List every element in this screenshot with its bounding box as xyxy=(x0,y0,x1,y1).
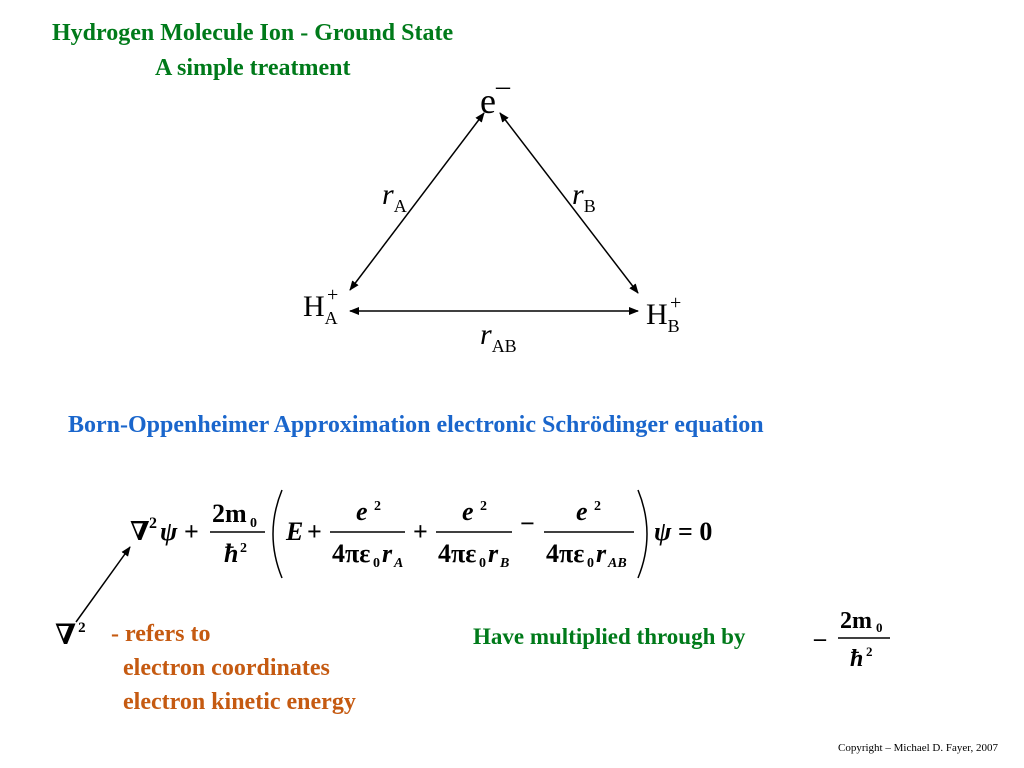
eq-den2-sub0: 0 xyxy=(479,556,486,571)
HA-label: HA+ xyxy=(303,284,339,328)
eq-E: E xyxy=(285,517,303,546)
rA-label: rA xyxy=(382,178,407,216)
arrow-rA xyxy=(349,112,485,291)
multiplied-text: Have multiplied through by xyxy=(473,624,746,649)
eq-den2-B: B xyxy=(499,556,509,571)
eq-rparen xyxy=(637,489,648,579)
schrodinger-equation: ∇ 2 ψ + 2m 0 ħ 2 E + e 2 4πε 0 r A + e 2… xyxy=(130,489,712,579)
eq-plus1: + xyxy=(184,517,199,546)
note-line2: electron coordinates xyxy=(123,655,330,681)
note-line1: - refers to xyxy=(111,621,211,647)
eq-den3-AB: AB xyxy=(607,556,627,571)
eq-hbar-sup: 2 xyxy=(240,541,247,556)
eq-nabla-sup: 2 xyxy=(149,515,157,532)
eq-den2-r: r xyxy=(488,539,499,568)
mult-minus: – xyxy=(813,626,827,652)
eq-den3-r: r xyxy=(596,539,607,568)
eq-lparen xyxy=(272,489,283,579)
title-line1: Hydrogen Molecule Ion - Ground State xyxy=(52,20,454,46)
title-line2: A simple treatment xyxy=(155,55,351,81)
eq-psi1: ψ xyxy=(160,517,178,546)
arrow-rB xyxy=(499,112,639,294)
electron-label: e– xyxy=(480,71,510,121)
eq-e2: e xyxy=(462,497,474,526)
nabla-symbol: ∇2 xyxy=(55,620,86,651)
eq-plus3: + xyxy=(413,517,428,546)
eq-nabla: ∇ xyxy=(130,517,150,546)
multiplied-fraction: – 2m 0 ħ 2 xyxy=(813,608,890,672)
HB-label: HB+ xyxy=(646,292,682,336)
note-line3: electron kinetic energy xyxy=(123,689,356,715)
eq-psi2: ψ xyxy=(654,517,672,546)
eq-2m-sub: 0 xyxy=(250,516,257,531)
eq-minus: − xyxy=(520,509,535,538)
triangle-diagram xyxy=(349,112,639,315)
eq-den1: 4πε xyxy=(332,539,370,568)
eq-e2-sup: 2 xyxy=(480,499,487,514)
eq-2m: 2m xyxy=(212,499,247,528)
rB-label: rB xyxy=(572,178,596,216)
mult-den-sup: 2 xyxy=(866,644,873,659)
eq-hbar: ħ xyxy=(224,539,238,568)
eq-e3: e xyxy=(576,497,588,526)
eq-e1: e xyxy=(356,497,368,526)
copyright: Copyright – Michael D. Fayer, 2007 xyxy=(838,742,998,754)
eq-den3-sub0: 0 xyxy=(587,556,594,571)
eq-e1-sup: 2 xyxy=(374,499,381,514)
eq-plus2: + xyxy=(307,517,322,546)
eq-den1-r: r xyxy=(382,539,393,568)
eq-equals-zero: = 0 xyxy=(678,517,712,546)
mult-num-sub: 0 xyxy=(876,620,883,635)
eq-den1-A: A xyxy=(393,556,403,571)
eq-den1-sub0: 0 xyxy=(373,556,380,571)
rAB-label: rAB xyxy=(480,318,517,356)
mult-num: 2m xyxy=(840,608,872,634)
eq-den3: 4πε xyxy=(546,539,584,568)
eq-den2: 4πε xyxy=(438,539,476,568)
mult-den: ħ xyxy=(850,646,863,672)
section-subtitle: Born-Oppenheimer Approximation electroni… xyxy=(68,412,764,438)
eq-e3-sup: 2 xyxy=(594,499,601,514)
